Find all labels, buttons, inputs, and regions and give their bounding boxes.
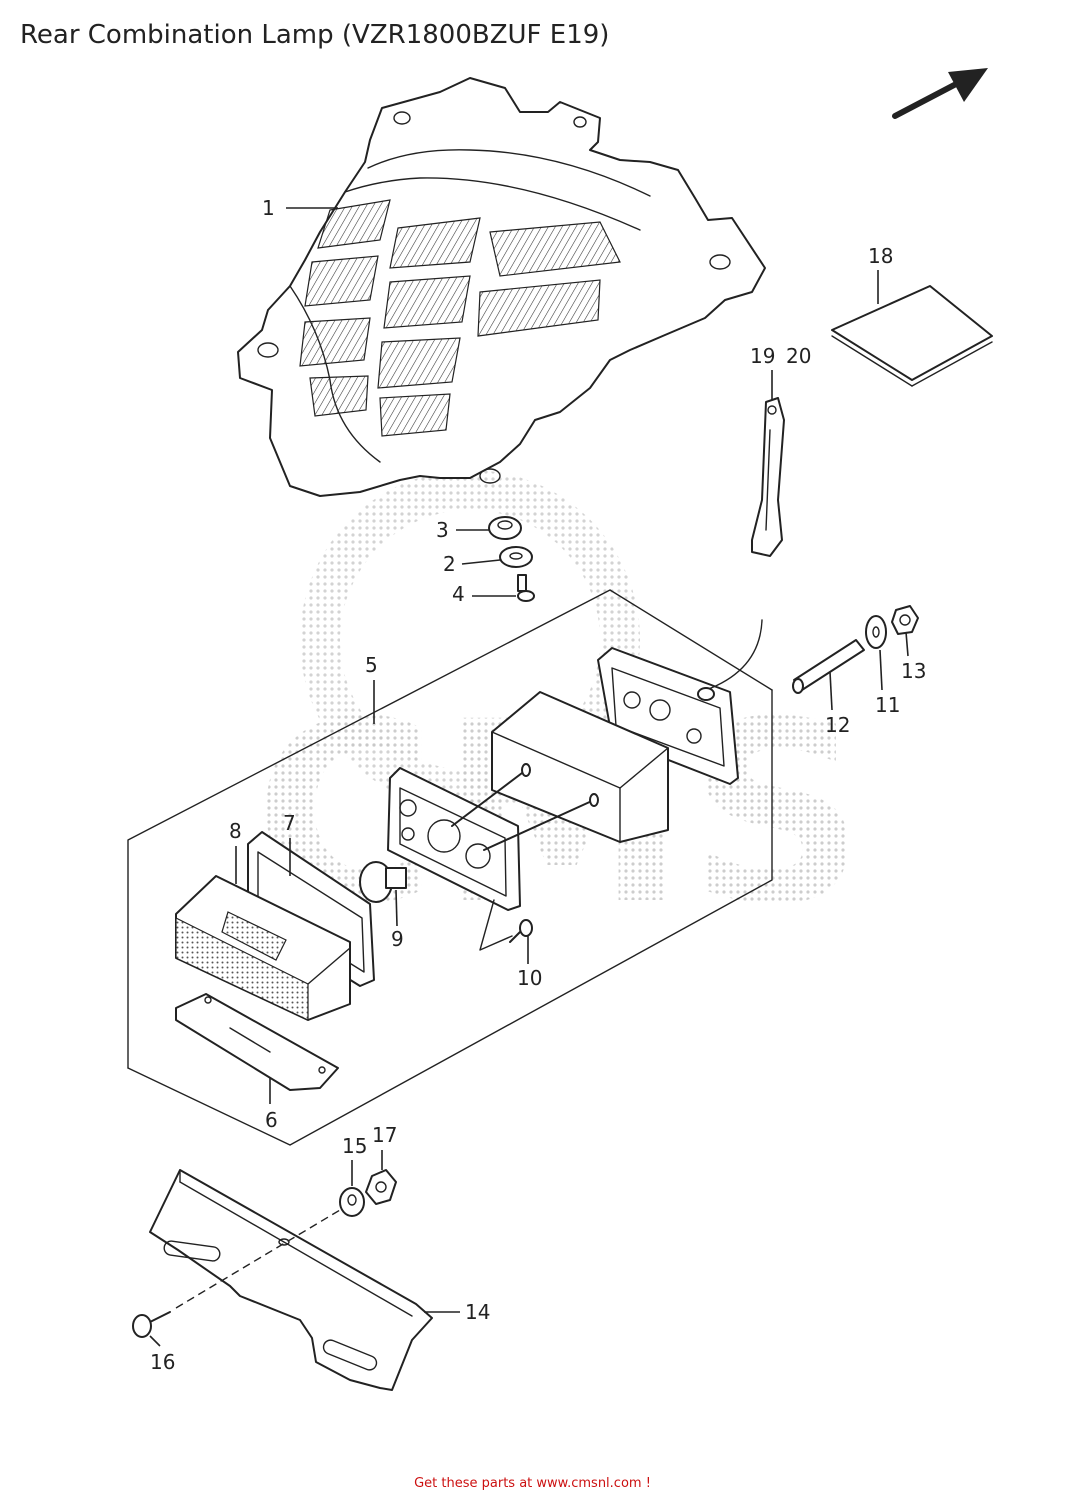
part-18-sheet	[831, 285, 993, 387]
callout-19: 19	[750, 344, 775, 400]
callout-label-2: 2	[443, 552, 456, 576]
footer-link[interactable]: Get these parts at www.cmsnl.com !	[414, 1476, 651, 1491]
part-14-bracket	[149, 1169, 433, 1391]
callout-label-7: 7	[283, 811, 296, 835]
diagram-title: Rear Combination Lamp (VZR1800BZUF E19)	[20, 20, 610, 50]
callout-3: 3	[436, 518, 490, 542]
part-4-screw	[517, 574, 535, 602]
lamp-body	[387, 619, 763, 911]
callout-2: 2	[443, 552, 501, 576]
callout-label-19: 19	[750, 344, 775, 368]
callout-7: 7	[283, 811, 296, 876]
part-3-grommet	[488, 516, 522, 540]
callout-11: 11	[875, 649, 900, 717]
callout-16: 16	[149, 1335, 175, 1374]
part-9-bulb	[359, 861, 407, 903]
part-15-washer	[339, 1187, 365, 1217]
watermark-ring	[300, 470, 640, 810]
callout-5: 5	[365, 653, 378, 724]
part-2-washer	[499, 546, 533, 568]
part-10-screw	[479, 899, 533, 951]
callout-10: 10	[517, 936, 542, 990]
part-11-washer	[865, 615, 887, 649]
part-16-bolt	[132, 1311, 171, 1338]
callout-label-16: 16	[150, 1350, 175, 1374]
callout-label-8: 8	[229, 819, 242, 843]
callout-18: 18	[868, 244, 893, 304]
callout-label-4: 4	[452, 582, 465, 606]
callout-14: 14	[424, 1300, 490, 1324]
callout-label-11: 11	[875, 693, 900, 717]
part-19-20-strap	[751, 397, 785, 557]
callout-8: 8	[229, 819, 242, 884]
callout-label-14: 14	[465, 1300, 490, 1324]
part-13-nut	[891, 605, 919, 635]
callout-label-20: 20	[786, 344, 811, 368]
callout-label-15: 15	[342, 1134, 367, 1158]
callout-label-9: 9	[391, 927, 404, 951]
callout-6: 6	[265, 1078, 278, 1132]
callout-label-12: 12	[825, 713, 850, 737]
part-6-plate	[175, 993, 339, 1091]
callout-9: 9	[391, 889, 404, 951]
callout-label-1: 1	[262, 196, 275, 220]
callout-17: 17	[372, 1123, 397, 1170]
callout-1: 1	[262, 196, 338, 220]
callout-label-5: 5	[365, 653, 378, 677]
part-8-lens	[175, 875, 351, 1021]
callout-label-13: 13	[901, 659, 926, 683]
callout-13: 13	[901, 631, 926, 683]
callout-label-18: 18	[868, 244, 893, 268]
callout-20: 20	[786, 344, 811, 368]
callout-4: 4	[452, 582, 516, 606]
callout-15: 15	[342, 1134, 367, 1186]
callout-label-10: 10	[517, 966, 542, 990]
callout-label-17: 17	[372, 1123, 397, 1147]
part-12-collar	[792, 639, 865, 694]
callout-label-3: 3	[436, 518, 449, 542]
arrow-up-right-icon	[892, 68, 988, 119]
part-1-tail-lamp-housing	[237, 77, 766, 497]
callout-12: 12	[825, 671, 850, 737]
part-17-nut	[365, 1169, 397, 1205]
callout-label-6: 6	[265, 1108, 278, 1132]
part-5-lamp-assembly-box	[127, 589, 773, 1146]
